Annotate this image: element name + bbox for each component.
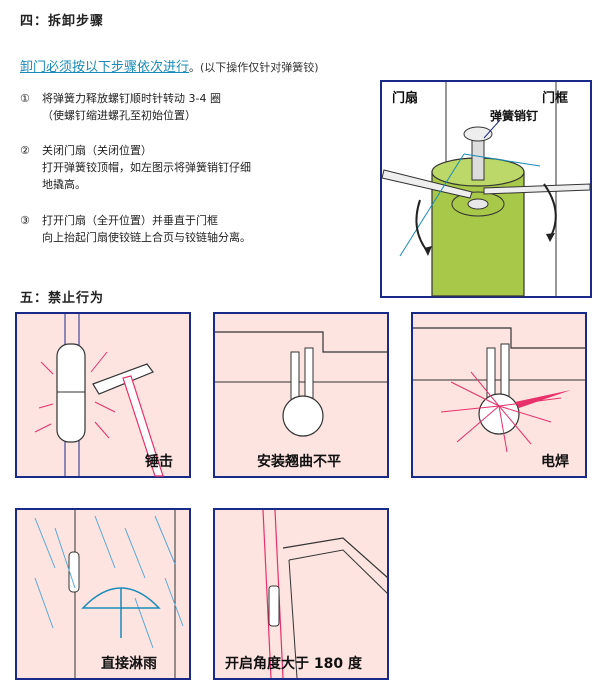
hinge-icon xyxy=(56,343,86,443)
panel-hammering: 锤击 xyxy=(15,312,191,478)
pin-top xyxy=(467,198,489,210)
step-2-line1: 关闭门扇（关闭位置） xyxy=(42,144,152,157)
caption-rain: 直接淋雨 xyxy=(101,655,157,672)
hinge-diagram: 门扇 门框 弹簧销钉 xyxy=(380,80,592,298)
leaf-right xyxy=(304,347,314,405)
label-door-frame: 门框 xyxy=(542,90,568,106)
caption-welding: 电焊 xyxy=(541,453,569,470)
panel-welding: 电焊 xyxy=(411,312,587,478)
frame-outline xyxy=(282,537,389,579)
impact-lines xyxy=(34,351,116,439)
knuckle-icon xyxy=(282,395,324,437)
section4-heading: 四：拆卸步骤 xyxy=(20,14,105,29)
screwdriver-handle xyxy=(483,183,591,195)
step-1: ① 将弹簧力释放螺钉顺时针转动 3-4 圈 （使螺钉缩进螺孔至初始位置） xyxy=(20,90,380,124)
umbrella-icon xyxy=(81,587,161,609)
arrow-head-icon xyxy=(424,246,432,256)
welding-arrow-icon xyxy=(515,390,571,408)
step-2-line3: 地撬高。 xyxy=(42,178,86,191)
section4-lead: 卸门必须按以下步骤依次进行。(以下操作仅针对弹簧铰) xyxy=(20,56,480,75)
label-door-leaf: 门扇 xyxy=(392,90,418,106)
step-2-num: ② xyxy=(20,144,30,157)
caption-angle: 开启角度大于 180 度 xyxy=(225,655,363,672)
step-3-line2: 向上抬起门扇使铰链上合页与铰链轴分离。 xyxy=(42,231,251,244)
panel-rain: 直接淋雨 xyxy=(15,508,191,680)
caption-hammering: 锤击 xyxy=(145,453,173,470)
section5-heading: 五：禁止行为 xyxy=(20,291,105,306)
frame-outline xyxy=(288,549,389,595)
leaf-left xyxy=(486,347,496,403)
guide-line xyxy=(399,153,465,257)
panel-warped: 安装翘曲不平 xyxy=(213,312,389,478)
step-2: ② 关闭门扇（关闭位置） 打开弹簧铰顶帽，如左图示将弹簧销钉仔细 地撬高。 xyxy=(20,142,380,193)
caption-warped: 安装翘曲不平 xyxy=(257,453,341,470)
panel-angle: 开启角度大于 180 度 xyxy=(213,508,389,680)
step-1-line1: 将弹簧力释放螺钉顺时针转动 3-4 圈 xyxy=(42,92,221,105)
step-3-num: ③ xyxy=(20,214,30,227)
rain-lines xyxy=(34,515,184,649)
frame-outline xyxy=(413,327,586,349)
label-leader xyxy=(483,119,501,139)
lead-note: 。(以下操作仅针对弹簧铰) xyxy=(189,61,319,74)
frame-outline xyxy=(215,331,388,353)
guide-line xyxy=(463,153,541,167)
label-spring-pin: 弹簧销钉 xyxy=(490,108,538,123)
step-3-line1: 打开门扇（全开位置）并垂直于门框 xyxy=(42,214,218,227)
step-1-num: ① xyxy=(20,92,30,105)
arrow-head-icon xyxy=(546,233,555,242)
hinge-icon xyxy=(68,551,80,593)
step-1-line2: （使螺钉缩进螺孔至初始位置） xyxy=(42,109,196,122)
knuckle-icon xyxy=(478,393,520,435)
step-3: ③ 打开门扇（全开位置）并垂直于门框 向上抬起门扇使铰链上合页与铰链轴分离。 xyxy=(20,212,380,246)
hinge-icon xyxy=(268,585,280,627)
panel-border xyxy=(213,508,389,680)
leaf-right xyxy=(500,343,510,403)
hammer-handle-icon xyxy=(122,375,164,477)
step-2-line2: 打开弹簧铰顶帽，如左图示将弹簧销钉仔细 xyxy=(42,161,251,174)
lead-main: 卸门必须按以下步骤依次进行 xyxy=(20,60,190,75)
door-leaf-outline xyxy=(262,509,272,679)
frame-outline xyxy=(288,559,298,679)
panel-border xyxy=(213,312,389,478)
panel-border xyxy=(15,312,191,478)
